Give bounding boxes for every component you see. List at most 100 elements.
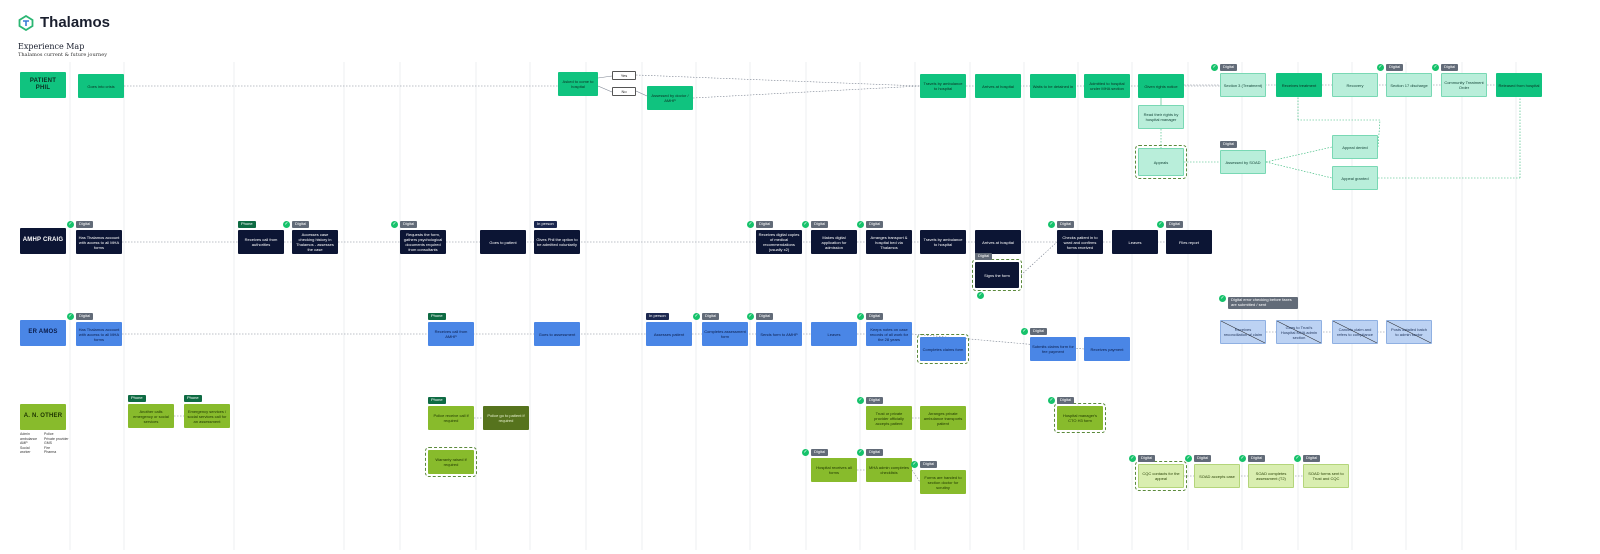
step-o12: CQC contacts for the appeal [1135, 461, 1187, 491]
check-icon: ✓ [67, 221, 74, 228]
step-c6: Gives Phil the option to be admitted vol… [534, 230, 580, 254]
step-p1: Goes into crisis [78, 74, 124, 98]
legend-item: ambulance [20, 436, 38, 441]
connector-line [635, 90, 648, 97]
logo: Thalamos [18, 14, 110, 31]
step-o14: SOAD completes assessment (T2) [1248, 464, 1294, 488]
step-a5: Completes assessment form [702, 322, 748, 346]
step-p7: Admitted to hospital under MHA section [1084, 74, 1130, 98]
channel-tag: Digital [1166, 221, 1184, 228]
lane-label-amos: ER AMOS [20, 320, 66, 346]
channel-tag: Digital [866, 221, 884, 228]
step-o7: Arranges private ambulance transports pa… [920, 406, 966, 430]
check-icon: ✓ [1048, 397, 1055, 404]
channel-tag: Digital [756, 221, 774, 228]
step-p6: Waits to be detained in [1030, 74, 1076, 98]
channel-tag: Digital [1386, 64, 1404, 71]
step-p15: Read their rights by hospital manager [1138, 105, 1184, 129]
step-c13: Leaves [1112, 230, 1158, 254]
channel-tag: Digital [866, 397, 884, 404]
step-c1: Has Thalamos account with access to all … [76, 230, 122, 254]
legend-item: GMS [44, 441, 52, 446]
step-c14: Files report [1166, 230, 1212, 254]
step-o4: Police go to patient if required [483, 406, 529, 430]
channel-tag: Digital [1303, 455, 1321, 462]
check-icon: ✓ [747, 221, 754, 228]
channel-tag: Digital [1441, 64, 1459, 71]
step-o1: Another calls emergency or social servic… [128, 404, 174, 428]
step-o15: SOAD forms sent to Trust and CQC [1303, 464, 1349, 488]
channel-tag: Digital [1138, 455, 1156, 462]
step-a14: Cancels claim and refers to compliance [1332, 320, 1378, 344]
check-icon: ✓ [1021, 328, 1028, 335]
step-p8: Given rights notice [1138, 74, 1184, 98]
check-icon: ✓ [1239, 455, 1246, 462]
legend-item: Social [20, 445, 30, 450]
step-a2: Receives call from AMHP [428, 322, 474, 346]
channel-tag: Digital [76, 313, 94, 320]
channel-tag: Digital [1194, 455, 1212, 462]
header: Thalamos [18, 14, 110, 31]
step-c4: Requests the form, gathers psychological… [400, 230, 446, 254]
step-c5: Goes to patient [480, 230, 526, 254]
step-c15: Signs the form [972, 259, 1022, 291]
check-icon: ✓ [1219, 295, 1226, 302]
check-icon: ✓ [802, 449, 809, 456]
step-a11: Receives payment [1084, 337, 1130, 361]
connector-line [597, 85, 613, 93]
check-icon: ✓ [1185, 455, 1192, 462]
check-icon: ✓ [1377, 64, 1384, 71]
check-icon: ✓ [1432, 64, 1439, 71]
connector-line [1020, 241, 1058, 276]
step-o8: Hospital manager's CTO H3 form [1054, 403, 1106, 433]
check-icon: ✓ [857, 449, 864, 456]
legend-item: Private provider [44, 436, 69, 441]
page-subtitle: Thalamos current & future journey [18, 52, 108, 58]
step-c3: Accesses case checking history in Thalam… [292, 230, 338, 254]
step-o6: Trust or private provider officially acc… [866, 406, 912, 430]
check-icon: ✓ [1211, 64, 1218, 71]
connector-line [597, 75, 613, 79]
channel-tag: Digital [292, 221, 310, 228]
channel-tag: Phone [428, 397, 446, 404]
check-icon: ✓ [1157, 221, 1164, 228]
check-icon: ✓ [391, 221, 398, 228]
legend-item: worker [20, 450, 31, 455]
channel-tag: Phone [184, 395, 202, 402]
check-icon: ✓ [1294, 455, 1301, 462]
step-a4: Assesses patient [646, 322, 692, 346]
step-a6: Sends form to AMHP [756, 322, 802, 346]
step-p12: Section 17 discharge [1386, 73, 1432, 97]
check-icon: ✓ [911, 461, 918, 468]
check-icon: ✓ [67, 313, 74, 320]
step-a8: Keeps notes on case records of all work … [866, 322, 912, 346]
thalamos-logo-icon [18, 14, 34, 31]
step-a9: Completes claims form [917, 334, 969, 364]
step-p_yes: Yes [612, 71, 636, 80]
step-p14: Released from hospital [1496, 73, 1542, 97]
step-p5: Arrives at hospital [975, 74, 1021, 98]
connector-line [911, 469, 921, 483]
step-p10: Receives treatment [1276, 73, 1322, 97]
channel-tag: Phone [128, 395, 146, 402]
step-c11: Arrives at hospital [975, 230, 1021, 254]
step-c7: Receives digital copies of medical recom… [756, 230, 802, 254]
check-icon: ✓ [1129, 455, 1136, 462]
channel-tag: Digital [1057, 221, 1075, 228]
step-o11: Forms are handed to section doctor for s… [920, 470, 966, 494]
channel-tag: Digital [1248, 455, 1266, 462]
channel-tag: Digital [866, 313, 884, 320]
step-p13: Community Treatment Order [1441, 73, 1487, 97]
check-icon: ✓ [747, 313, 754, 320]
channel-tag: Phone [428, 313, 446, 320]
connector-line [635, 74, 921, 87]
step-a_note: Digital error checking before faxes are … [1228, 297, 1298, 309]
step-o5: Warranty raised if required [425, 447, 477, 477]
connector-line [1377, 119, 1381, 148]
step-o13: SOAD accepts case [1194, 464, 1240, 488]
channel-tag: Phone [238, 221, 256, 228]
check-icon: ✓ [283, 221, 290, 228]
check-icon: ✓ [857, 313, 864, 320]
step-a7: Leaves [811, 322, 857, 346]
